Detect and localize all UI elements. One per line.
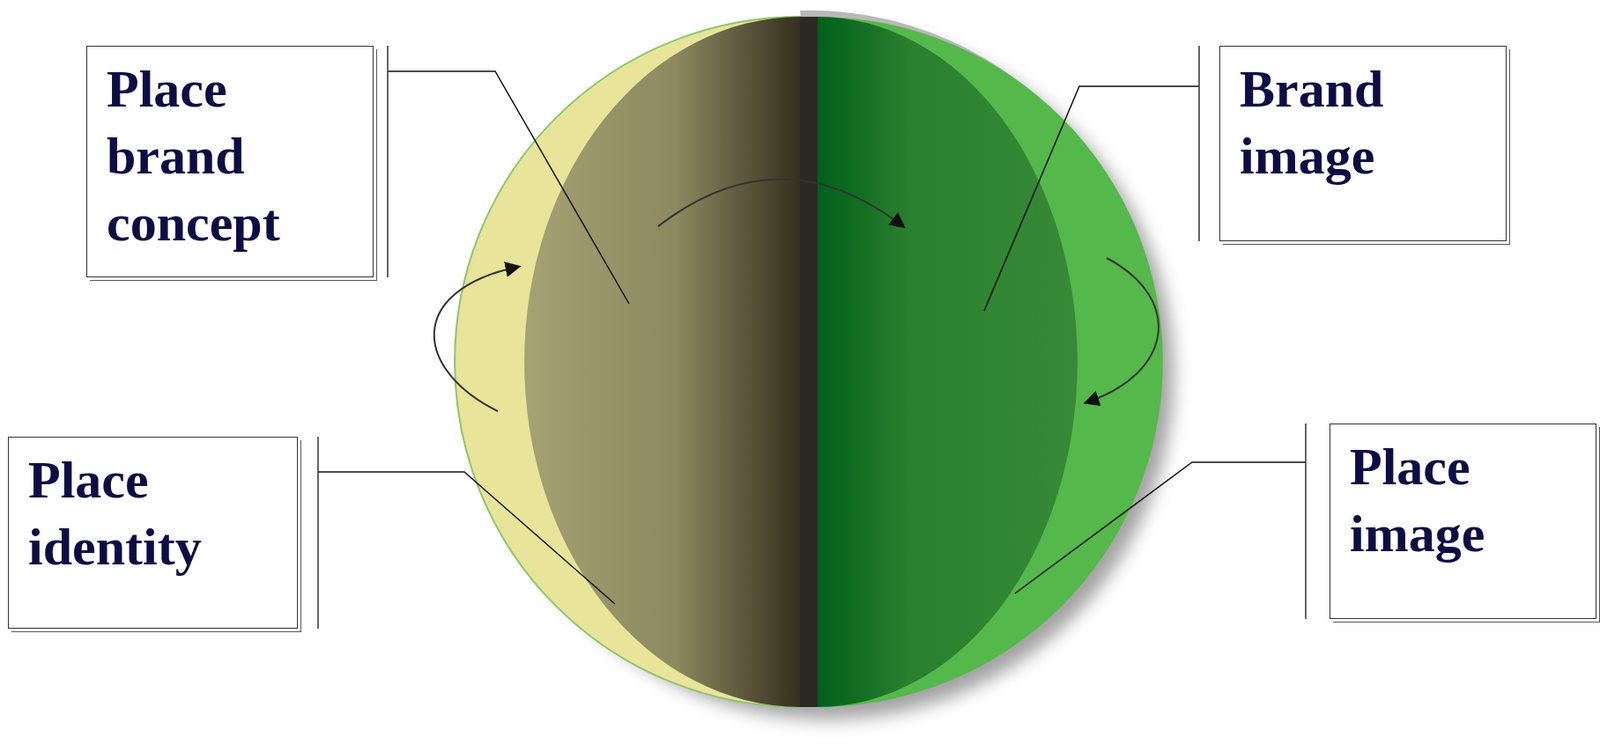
box-label: Place brand concept xyxy=(106,55,356,257)
place-image-box: Place image xyxy=(1329,423,1597,620)
sphere-seam xyxy=(800,16,818,708)
concept-box: Place brand concept xyxy=(86,45,374,278)
box-label: Place image xyxy=(1349,433,1578,568)
right-hemisphere xyxy=(817,16,1163,708)
cycle-arrows xyxy=(434,179,1159,413)
leader-lines xyxy=(318,71,1306,605)
box-label: Place identity xyxy=(28,446,280,581)
box-rules xyxy=(318,45,1306,630)
box-label: Brand image xyxy=(1239,55,1489,190)
left-hemisphere xyxy=(454,16,800,708)
image-box: Brand image xyxy=(1219,45,1507,242)
identity-box: Place identity xyxy=(7,437,298,630)
